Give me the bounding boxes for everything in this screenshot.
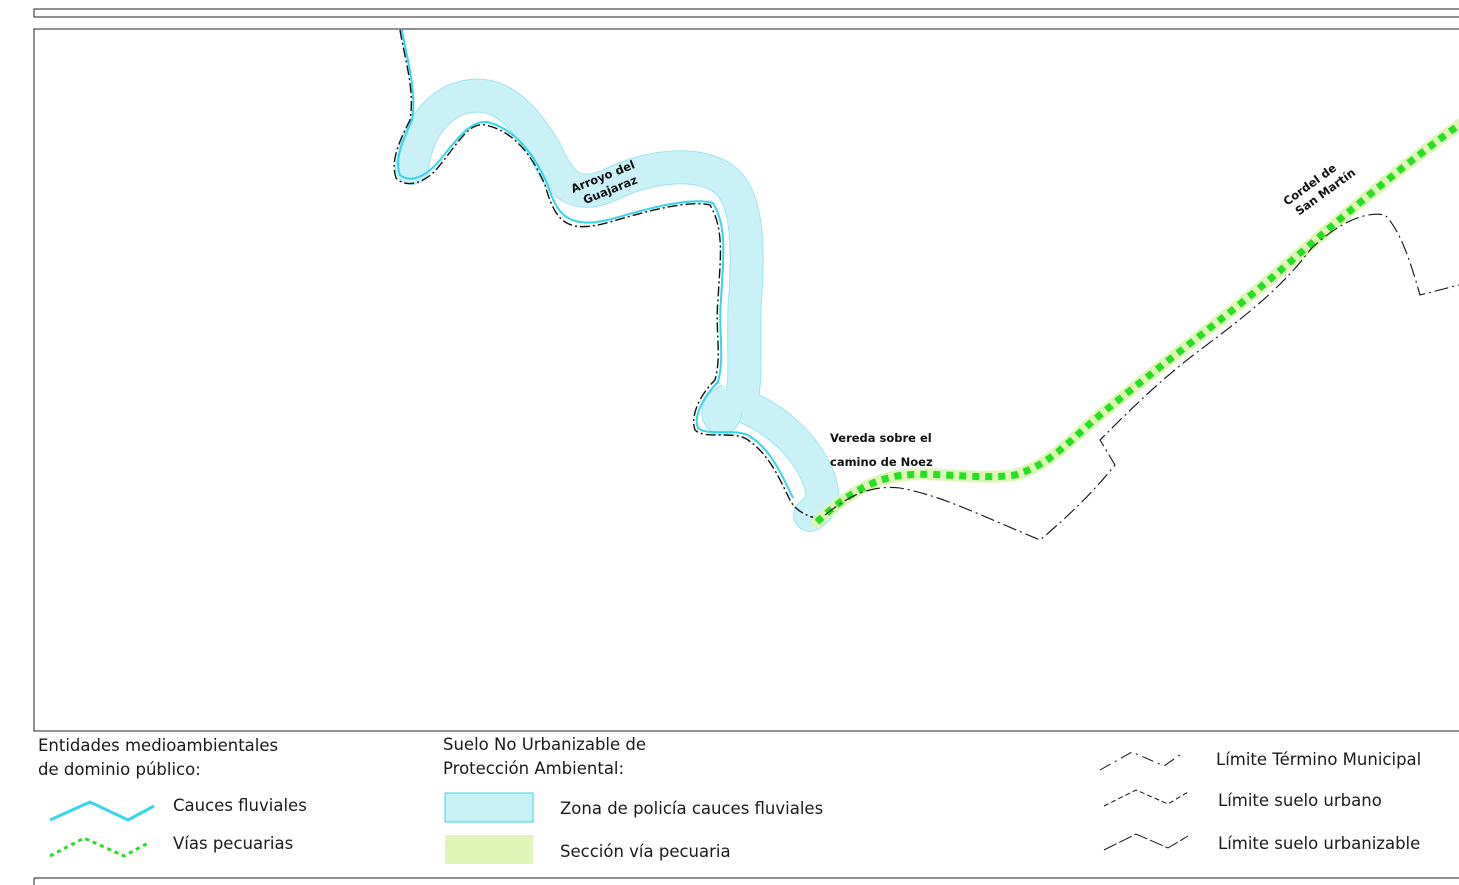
legend-urbanizable-limit-icon: [1103, 833, 1189, 851]
legend-group1-title-line2: de dominio público:: [38, 760, 201, 779]
legend-group2-title-line2: Protección Ambiental:: [443, 759, 624, 778]
urban-limit-south: [824, 213, 1459, 541]
river-stream: [397, 29, 794, 499]
legend-section-swatch: [445, 835, 533, 864]
river-police-zone-fill: [396, 79, 838, 531]
map-area: Arroyo del Guajaraz Cordel de San Martín…: [393, 29, 1459, 541]
legend: Entidades medioambientales de dominio pú…: [38, 735, 1421, 864]
river-boundary-line: [393, 29, 816, 519]
legend-stream-icon: [49, 800, 155, 822]
legend-route-label: Vías pecuarias: [173, 834, 293, 853]
legend-police-zone-swatch: [444, 792, 534, 823]
top-border-strip: [33, 8, 1459, 18]
legend-group2-title-line1: Suelo No Urbanizable de: [443, 735, 646, 754]
legend-municipal-limit-icon: [1099, 751, 1185, 771]
legend-route-icon: [49, 836, 151, 858]
legend-police-zone-label: Zona de policía cauces fluviales: [560, 799, 823, 818]
legend-urban-limit-label: Límite suelo urbano: [1218, 791, 1382, 810]
legend-urbanizable-limit-label: Límite suelo urbanizable: [1218, 834, 1420, 853]
label-vereda-line2: camino de Noez: [830, 455, 933, 469]
legend-municipal-limit-label: Límite Término Municipal: [1216, 750, 1421, 769]
legend-section-label: Sección vía pecuaria: [560, 842, 731, 861]
legend-urban-limit-icon: [1103, 789, 1189, 807]
legend-group1-title-line1: Entidades medioambientales: [38, 736, 278, 755]
legend-stream-label: Cauces fluviales: [173, 796, 307, 815]
livestock-section-band: [811, 119, 1459, 528]
label-vereda-line1: Vereda sobre el: [830, 431, 932, 445]
